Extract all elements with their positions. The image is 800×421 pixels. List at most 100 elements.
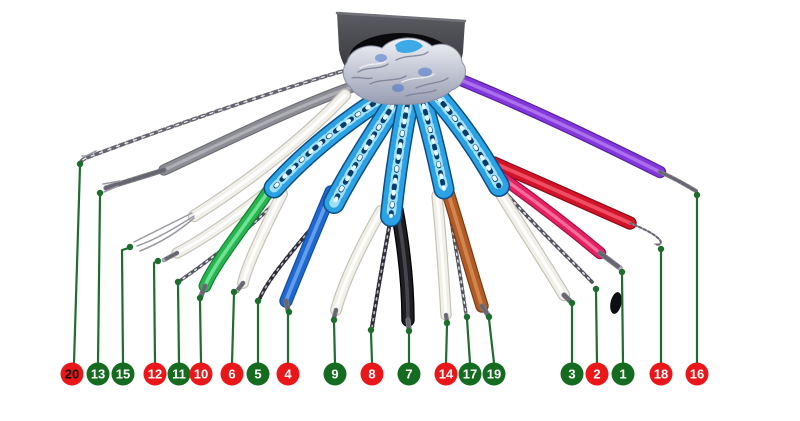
marker-12: 12 [143, 362, 167, 386]
leader-line-20 [72, 160, 84, 365]
marker-number: 17 [463, 367, 477, 382]
leader-line-18 [657, 245, 665, 365]
wire-3-white-wire [489, 179, 573, 304]
marker-14: 14 [434, 362, 458, 386]
marker-circle-red [585, 362, 609, 386]
marker-4: 4 [276, 362, 300, 386]
black-wire-tip-debris [610, 292, 622, 314]
leader-line-11 [174, 278, 182, 365]
marker-circle-red [434, 362, 458, 386]
leader-line-17 [463, 313, 472, 365]
marker-number: 5 [254, 367, 261, 382]
marker-number: 1 [619, 367, 626, 382]
leader-line-6 [230, 288, 238, 365]
marker-number: 14 [439, 367, 454, 382]
marker-circle-green [611, 362, 635, 386]
wire-18-red-wire [487, 156, 662, 246]
wire-20-shield-braid-wire [78, 67, 352, 166]
marker-7: 7 [397, 362, 421, 386]
shield-blue-tint [392, 84, 404, 92]
marker-number: 3 [568, 367, 575, 382]
marker-number: 7 [405, 367, 412, 382]
marker-number: 13 [91, 367, 105, 382]
marker-number: 15 [116, 367, 130, 382]
marker-number: 4 [284, 367, 292, 382]
wire-8-drain-wire [370, 220, 392, 329]
leader-line-7 [405, 327, 413, 365]
marker-16: 16 [685, 362, 709, 386]
marker-number: 10 [194, 367, 208, 382]
marker-13: 13 [86, 362, 110, 386]
wire-6-white-wire [234, 188, 288, 294]
marker-circle-red [649, 362, 673, 386]
wire-15-white-wire [133, 88, 352, 252]
marker-19: 19 [482, 362, 506, 386]
marker-circle-red [276, 362, 300, 386]
leader-dot [568, 299, 576, 307]
shield-braid-collar [342, 37, 466, 105]
leader-dot [405, 327, 413, 335]
leader-dot [230, 288, 238, 296]
marker-number: 20 [65, 367, 79, 382]
marker-circle-red [360, 362, 384, 386]
marker-circle-green [560, 362, 584, 386]
leader-dot [592, 285, 600, 293]
marker-circle-green [458, 362, 482, 386]
leader-dot [285, 308, 293, 316]
marker-circle-green [397, 362, 421, 386]
marker-number: 2 [593, 367, 600, 382]
marker-1: 1 [611, 362, 635, 386]
leader-line-19 [485, 313, 496, 365]
leader-lines-layer [72, 160, 701, 365]
marker-6: 6 [220, 362, 244, 386]
shield-blue-tint [418, 67, 432, 77]
leader-dot [196, 294, 204, 302]
marker-8: 8 [360, 362, 384, 386]
wire-9-white-wire [330, 205, 387, 321]
blue-foil-bundle-3 [380, 86, 420, 227]
leader-dot [443, 319, 451, 327]
marker-9: 9 [323, 362, 347, 386]
wire-2-drain-wire [503, 190, 594, 284]
shield-blue-tint [375, 54, 387, 62]
marker-number: 8 [368, 367, 375, 382]
marker-circle-green [323, 362, 347, 386]
leader-line-4 [285, 308, 293, 365]
marker-circle-green [86, 362, 110, 386]
leader-line-15 [120, 243, 134, 365]
leader-dot [174, 278, 182, 286]
marker-circle-green [482, 362, 506, 386]
marker-17: 17 [458, 362, 482, 386]
wire-10-green-wire [198, 179, 279, 299]
marker-5: 5 [246, 362, 270, 386]
leader-dot [96, 189, 104, 197]
marker-11: 11 [167, 362, 191, 386]
marker-circle-green [246, 362, 270, 386]
wire-1-pink-wire [493, 169, 623, 271]
wire-13-gray-wire [102, 81, 358, 193]
leader-dot [126, 243, 134, 251]
leader-line-9 [330, 316, 338, 365]
marker-number: 19 [487, 367, 501, 382]
leader-dot [463, 313, 471, 321]
marker-circle-green [111, 362, 135, 386]
marker-number: 6 [228, 367, 235, 382]
marker-2: 2 [585, 362, 609, 386]
cable-jacket-group [335, 11, 467, 105]
marker-number: 11 [172, 367, 186, 382]
leader-line-16 [693, 191, 701, 365]
marker-circle-red [60, 362, 84, 386]
marker-3: 3 [560, 362, 584, 386]
leader-line-2 [592, 285, 600, 365]
marker-circle-green [167, 362, 191, 386]
leader-dot [76, 160, 84, 168]
leader-line-3 [568, 299, 576, 365]
leader-dot [367, 326, 375, 334]
leader-line-14 [443, 319, 451, 365]
marker-10: 10 [189, 362, 213, 386]
marker-circle-red [143, 362, 167, 386]
leader-dot [485, 313, 493, 321]
leader-line-13 [96, 189, 104, 365]
